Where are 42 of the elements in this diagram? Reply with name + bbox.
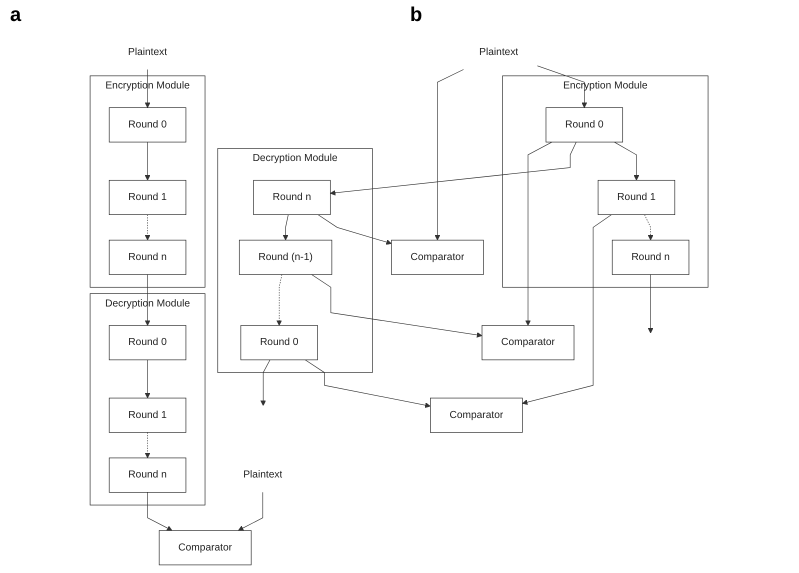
node-box: Round n	[109, 240, 187, 275]
arrow	[318, 214, 392, 245]
node-box: Round n	[109, 458, 187, 493]
node-text: Plaintext	[244, 469, 283, 480]
arrow	[145, 142, 151, 181]
arrow	[145, 432, 151, 458]
arrow	[148, 492, 173, 531]
node-box: Round 1	[109, 398, 187, 433]
node-text: Plaintext	[480, 46, 519, 58]
node-box: Round 0	[109, 325, 187, 360]
node-box: Comparator	[482, 325, 575, 360]
arrow	[283, 214, 290, 240]
arrow	[614, 142, 640, 181]
panel-letter: a	[10, 4, 22, 27]
node-box: Round (n-1)	[239, 240, 333, 275]
arrow	[648, 274, 654, 334]
node-box: Round 0	[546, 107, 624, 142]
arrow	[526, 142, 553, 326]
node-box: Comparator	[159, 530, 252, 566]
arrow	[522, 214, 612, 405]
arrow	[312, 274, 483, 338]
arrow	[435, 69, 464, 240]
arrow	[644, 214, 654, 240]
arrow	[276, 274, 283, 326]
arrow	[145, 69, 151, 108]
node-box: Round 1	[598, 180, 676, 215]
arrow	[260, 360, 271, 406]
arrow	[145, 360, 151, 398]
node-box: Round 0	[109, 107, 187, 142]
arrow	[305, 360, 432, 408]
node-box: Comparator	[392, 240, 484, 275]
node-box: Round n	[612, 240, 690, 275]
node-box: Round n	[254, 180, 332, 215]
panel-letter: b	[410, 4, 422, 27]
arrow	[330, 142, 577, 196]
arrow	[145, 214, 151, 240]
node-box: Comparator	[430, 398, 524, 433]
node-box: Round 0	[240, 325, 318, 360]
node-box: Round 1	[109, 180, 187, 215]
node-text: Plaintext	[128, 46, 168, 58]
arrow	[145, 274, 151, 326]
arrow	[238, 492, 264, 531]
